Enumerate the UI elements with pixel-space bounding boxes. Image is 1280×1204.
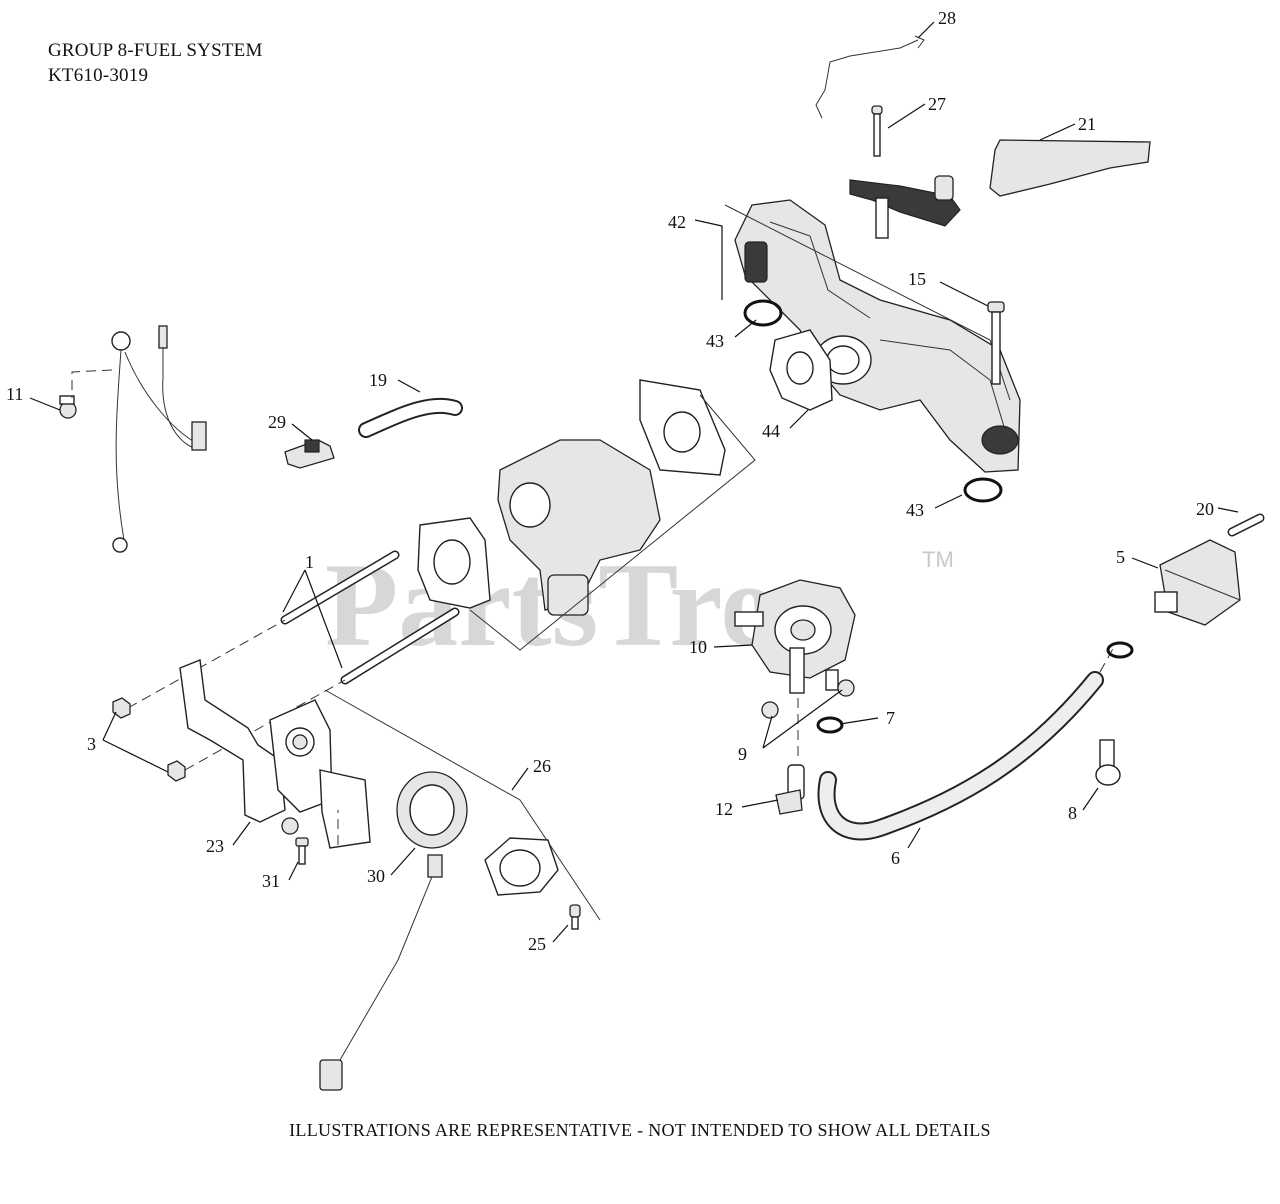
- part-6-fuel-line: [817, 644, 1116, 841]
- part-30-fuel-solenoid: [319, 771, 468, 1091]
- part-12-fitting: [775, 698, 805, 815]
- callout-6: 6: [891, 848, 900, 868]
- callout-10: 10: [689, 637, 707, 657]
- part-19-hose: [358, 397, 463, 438]
- part-26-solenoid-bracket: [319, 689, 601, 921]
- part-5-fuel-filter: [1154, 539, 1241, 626]
- part-9-screws: [761, 679, 855, 719]
- part-28-linkage-rod: [815, 35, 925, 119]
- callout-43-upper: 43: [706, 331, 724, 351]
- callout-19: 19: [369, 370, 387, 390]
- part-7-clamp: [816, 716, 844, 734]
- callout-12: 12: [715, 799, 733, 819]
- group-title: GROUP 8-FUEL SYSTEM: [48, 40, 263, 61]
- part-3-nut-upper: [112, 697, 131, 719]
- part-27-pin: [871, 105, 883, 157]
- callout-26: 26: [533, 756, 551, 776]
- callout-8: 8: [1068, 803, 1077, 823]
- disclaimer-footer: ILLUSTRATIONS ARE REPRESENTATIVE - NOT I…: [289, 1120, 991, 1140]
- part-21-throttle-lever: [849, 139, 1151, 239]
- callout-29: 29: [268, 412, 286, 432]
- callout-9: 9: [738, 744, 747, 764]
- callout-42: 42: [668, 212, 686, 232]
- part-25-screw: [569, 904, 581, 930]
- callout-15: 15: [908, 269, 926, 289]
- part-23-bracket: [179, 659, 333, 835]
- part-15-bolt: [987, 301, 1005, 385]
- callout-21: 21: [1078, 114, 1096, 134]
- callout-5: 5: [1116, 547, 1125, 567]
- watermark-tm: TM: [922, 547, 954, 572]
- hose-clamp: [1106, 641, 1134, 659]
- callout-11: 11: [6, 384, 23, 404]
- callout-31: 31: [262, 871, 280, 891]
- part-43-gasket-lower: [963, 477, 1003, 503]
- part-8-clip: [1095, 739, 1121, 786]
- wire-harness: [71, 325, 207, 553]
- callout-44: 44: [762, 421, 780, 441]
- part-10-fuel-pump: [734, 579, 856, 694]
- part-3-nut-lower: [167, 760, 186, 782]
- callout-30: 30: [367, 866, 385, 886]
- solenoid-gasket: [484, 837, 559, 896]
- callout-27: 27: [928, 94, 946, 114]
- callout-20: 20: [1196, 499, 1214, 519]
- callout-7: 7: [886, 708, 895, 728]
- callouts: 28 27 21 42 15 43 44 43 11 19 29 20 5 1 …: [6, 8, 1239, 954]
- callout-23: 23: [206, 836, 224, 856]
- part-43-gasket-upper: [743, 299, 783, 327]
- diagram-title: GROUP 8-FUEL SYSTEM KT610-3019: [48, 38, 263, 88]
- callout-25: 25: [528, 934, 546, 954]
- carburetor: [417, 379, 756, 651]
- callout-1: 1: [305, 552, 314, 572]
- part-42-intake-manifold: [724, 199, 1021, 473]
- part-11-screw: [59, 395, 77, 419]
- model-number: KT610-3019: [48, 65, 149, 86]
- callout-43-lower: 43: [906, 500, 924, 520]
- callout-3: 3: [87, 734, 96, 754]
- callout-28: 28: [938, 8, 956, 28]
- part-44-spacer-gasket: [769, 329, 833, 411]
- part-20-pin: [1227, 513, 1265, 537]
- part-31-screw: [295, 810, 339, 865]
- part-29-fitting: [284, 439, 335, 469]
- part-1-studs: [127, 550, 460, 771]
